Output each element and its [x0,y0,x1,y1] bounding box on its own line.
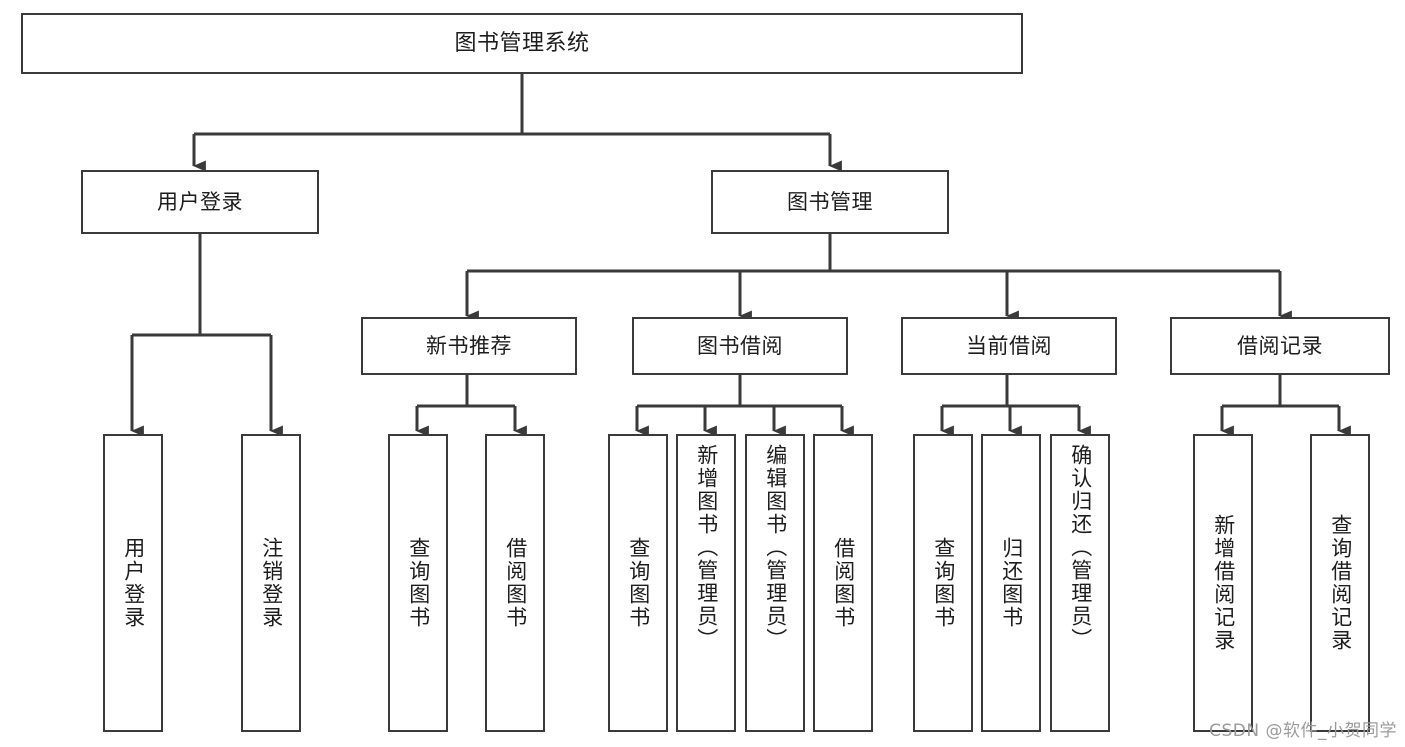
leaf-add-borrow-record[interactable]: 新增借阅记录 [1193,434,1253,732]
node-label: 当前借阅 [966,333,1052,358]
node-label: 查询图书 [931,537,956,629]
node-root-system[interactable]: 图书管理系统 [21,13,1023,74]
leaf-return-book[interactable]: 归还图书 [981,434,1041,732]
leaf-borrow-book-newbook[interactable]: 借阅图书 [485,434,545,732]
node-label: 注销登录 [259,537,284,629]
node-borrow-record[interactable]: 借阅记录 [1170,317,1390,375]
node-current-borrow[interactable]: 当前借阅 [901,317,1117,375]
node-new-book-recommend[interactable]: 新书推荐 [361,317,577,375]
node-label: 查询图书 [406,537,431,629]
leaf-add-book-admin[interactable]: 新增图书（管理员） [676,434,736,732]
node-label: 图书管理系统 [454,30,590,56]
node-label: 查询图书 [626,537,651,629]
leaf-user-login[interactable]: 用户登录 [103,434,163,732]
node-book-borrow[interactable]: 图书借阅 [632,317,848,375]
leaf-query-book-borrow[interactable]: 查询图书 [608,434,668,732]
node-label: 编辑图书（管理员） [763,444,788,651]
leaf-edit-book-admin[interactable]: 编辑图书（管理员） [745,434,805,732]
node-label: 新增图书（管理员） [694,444,719,651]
node-user-login[interactable]: 用户登录 [81,170,319,234]
node-label: 新书推荐 [426,333,512,358]
leaf-query-book-newbook[interactable]: 查询图书 [388,434,448,732]
node-label: 图书借阅 [697,333,783,358]
node-label: 图书管理 [787,189,873,214]
watermark-text: CSDN @软件_小贺同学 [1209,721,1397,741]
node-book-management[interactable]: 图书管理 [711,170,949,234]
leaf-borrow-book[interactable]: 借阅图书 [813,434,873,732]
node-label: 借阅记录 [1237,333,1323,358]
node-label: 用户登录 [121,537,146,629]
node-label: 新增借阅记录 [1211,514,1236,652]
leaf-confirm-return-admin[interactable]: 确认归还（管理员） [1050,434,1110,732]
node-label: 借阅图书 [831,537,856,629]
leaf-query-book-current[interactable]: 查询图书 [913,434,973,732]
node-label: 归还图书 [999,537,1024,629]
leaf-user-logout[interactable]: 注销登录 [241,434,301,732]
node-label: 用户登录 [157,189,243,214]
node-label: 查询借阅记录 [1328,514,1353,652]
node-label: 借阅图书 [503,537,528,629]
leaf-query-borrow-record[interactable]: 查询借阅记录 [1310,434,1370,732]
node-label: 确认归还（管理员） [1068,444,1093,651]
